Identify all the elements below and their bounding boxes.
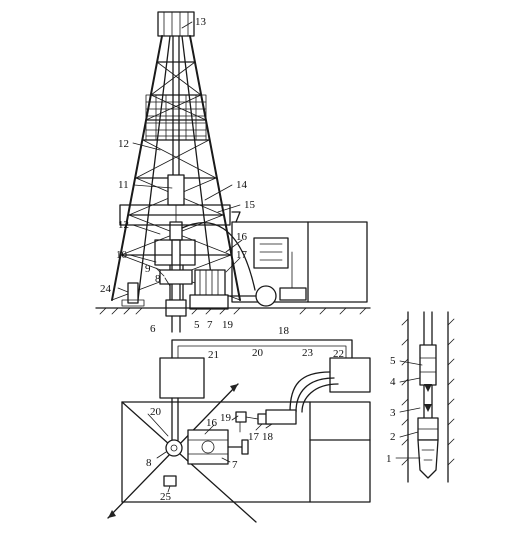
callout-21: 21 — [208, 349, 219, 361]
callout-20: 20 — [252, 347, 264, 359]
callout-9: 9 — [145, 263, 151, 275]
leader-lines-elevation — [117, 21, 243, 293]
callout-7-plan: 7 — [232, 459, 238, 471]
pump-18 — [265, 409, 297, 425]
traveling-block — [167, 174, 185, 206]
engine — [189, 294, 229, 310]
auxiliary-unit-24 — [127, 282, 139, 304]
mud-tank-21 — [159, 357, 205, 399]
rotary-plan — [165, 439, 183, 457]
mud-pump — [279, 287, 307, 301]
callout-labels: 13 12 11 14 15 12 16 10 17 9 8 24 7 6 5 … — [100, 16, 396, 503]
callout-23: 23 — [302, 347, 314, 359]
callout-19-plan: 19 — [220, 412, 232, 424]
rotary-table — [159, 269, 193, 285]
callout-13: 13 — [195, 16, 207, 28]
callout-18-plan: 18 — [262, 431, 274, 443]
callout-8: 8 — [155, 273, 161, 285]
drill-bit — [417, 439, 439, 479]
rig-plan-view — [107, 339, 371, 523]
callout-2: 2 — [390, 431, 396, 443]
callout-19: 19 — [222, 319, 234, 331]
callout-18: 18 — [278, 325, 290, 337]
drawworks — [194, 269, 226, 299]
drawworks-plan — [187, 429, 229, 465]
callout-20-plan: 20 — [150, 406, 162, 418]
callout-11: 11 — [118, 179, 129, 191]
callout-1: 1 — [386, 453, 392, 465]
callout-24: 24 — [100, 283, 112, 295]
leader-lines-plan — [147, 413, 273, 493]
callout-6: 6 — [150, 323, 156, 335]
callout-3: 3 — [390, 407, 396, 419]
callout-15: 15 — [244, 199, 256, 211]
callout-25: 25 — [160, 491, 172, 503]
callout-8-plan: 8 — [146, 457, 152, 469]
derrick-elevation — [95, 11, 371, 333]
mud-pump-box — [253, 237, 289, 269]
substructure-upper — [119, 204, 231, 226]
racking-board — [145, 94, 207, 141]
callout-17: 17 — [236, 249, 248, 261]
callout-16-plan: 16 — [206, 417, 218, 429]
mud-tank-22 — [329, 357, 371, 393]
callout-17-plan: 17 — [248, 431, 260, 443]
pump-19 — [235, 411, 247, 423]
callout-14: 14 — [236, 179, 248, 191]
callout-10: 10 — [116, 249, 128, 261]
pump-house — [231, 221, 368, 303]
callout-4: 4 — [390, 376, 396, 388]
callout-5-bore: 5 — [390, 355, 396, 367]
callout-5: 5 — [194, 319, 200, 331]
callout-12-bottom: 12 — [118, 219, 129, 231]
derrick-leg-left — [111, 35, 163, 301]
callout-12-top: 12 — [118, 138, 129, 150]
leader-lines-borehole — [395, 360, 423, 459]
callout-22: 22 — [333, 348, 344, 360]
callout-7: 7 — [207, 319, 213, 331]
callout-16: 16 — [236, 231, 248, 243]
borehole-detail — [395, 311, 455, 483]
instrument-box-25 — [163, 475, 177, 487]
pump-flywheel — [255, 285, 277, 307]
return-line-20 — [171, 339, 353, 359]
rig-base-plan — [121, 401, 371, 503]
